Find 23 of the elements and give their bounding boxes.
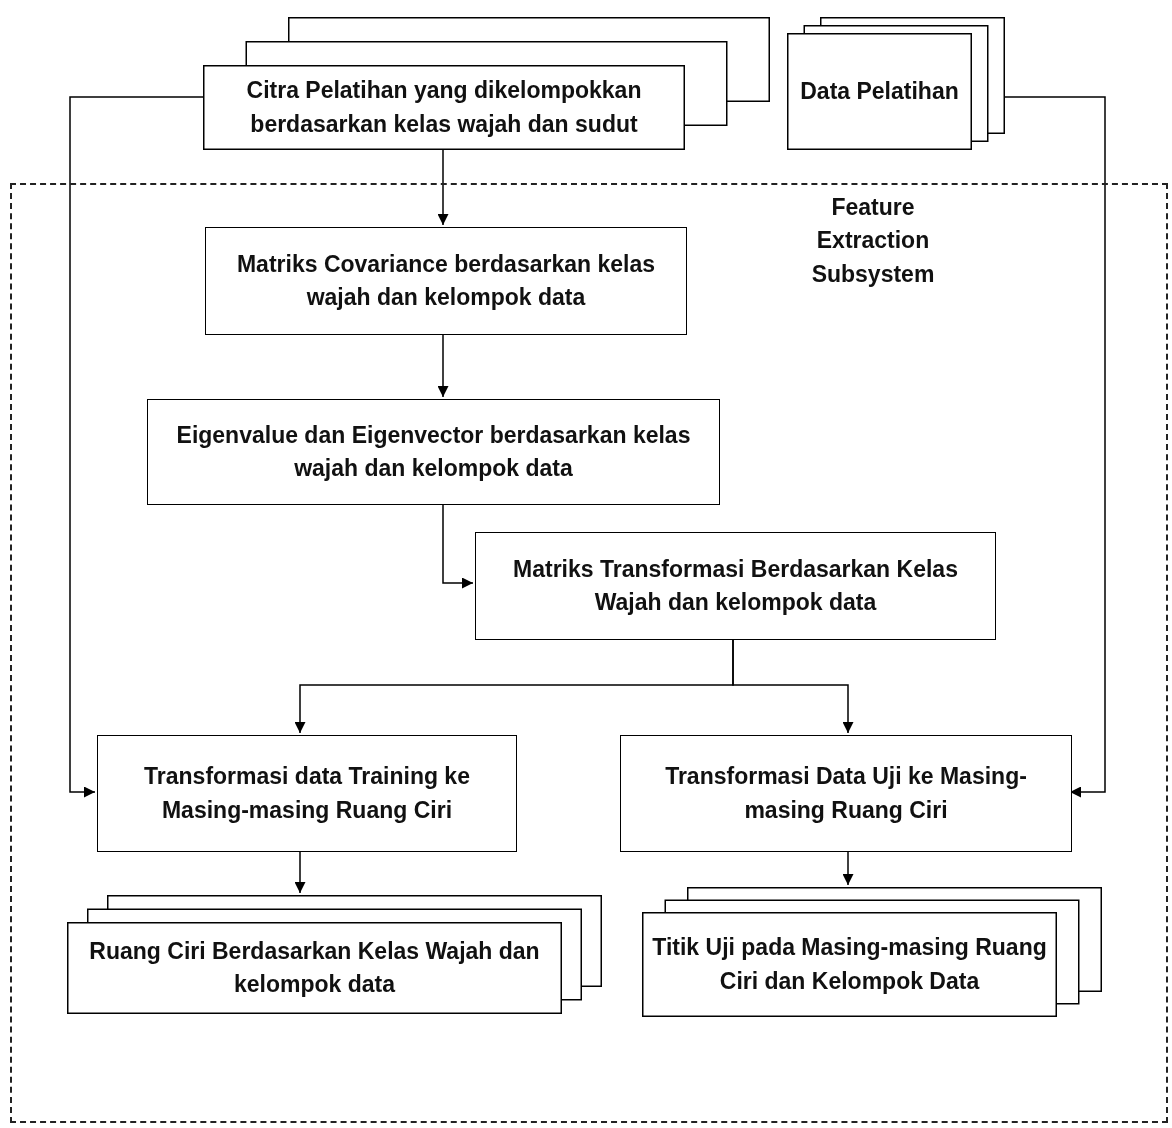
box-label: Eigenvalue dan Eigenvector berdasarkan kelas wajah dan kelompok data bbox=[175, 420, 692, 483]
document-stack bbox=[787, 17, 1005, 150]
process-box bbox=[475, 532, 996, 640]
box-label: Ruang Ciri Berdasarkan Kelas Wajah dan kelompok data bbox=[88, 936, 541, 999]
box-label: Matriks Transformasi Berdasarkan Kelas Wajah dan kelompok data bbox=[512, 554, 959, 617]
box-label: Citra Pelatihan yang dikelompokkan berdasarkan kelas wajah dan sudut bbox=[245, 76, 643, 139]
process-box bbox=[147, 399, 720, 505]
arrow bbox=[1004, 96, 1106, 798]
subsystem-boundary bbox=[10, 183, 1168, 1123]
arrow bbox=[437, 149, 449, 226]
box-label: Transformasi Data Uji ke Masing-masing Ruang Ciri bbox=[664, 762, 1028, 825]
document-stack bbox=[642, 887, 1102, 1017]
box-label: Titik Uji pada Masing-masing Ruang Ciri dan Kelompok Data bbox=[651, 933, 1048, 996]
process-box bbox=[620, 735, 1072, 852]
arrow bbox=[69, 96, 204, 798]
boundary-label: Feature Extraction Subsystem bbox=[810, 193, 936, 289]
box-label: Transformasi data Training ke Masing-masing Ruang Ciri bbox=[143, 762, 471, 825]
process-box bbox=[97, 735, 517, 852]
box-label: Data Pelatihan bbox=[799, 76, 960, 106]
document-stack bbox=[203, 17, 770, 150]
box-label: Matriks Covariance berdasarkan kelas wajah dan kelompok data bbox=[235, 249, 657, 312]
process-box bbox=[205, 227, 687, 335]
document-stack bbox=[67, 895, 602, 1014]
